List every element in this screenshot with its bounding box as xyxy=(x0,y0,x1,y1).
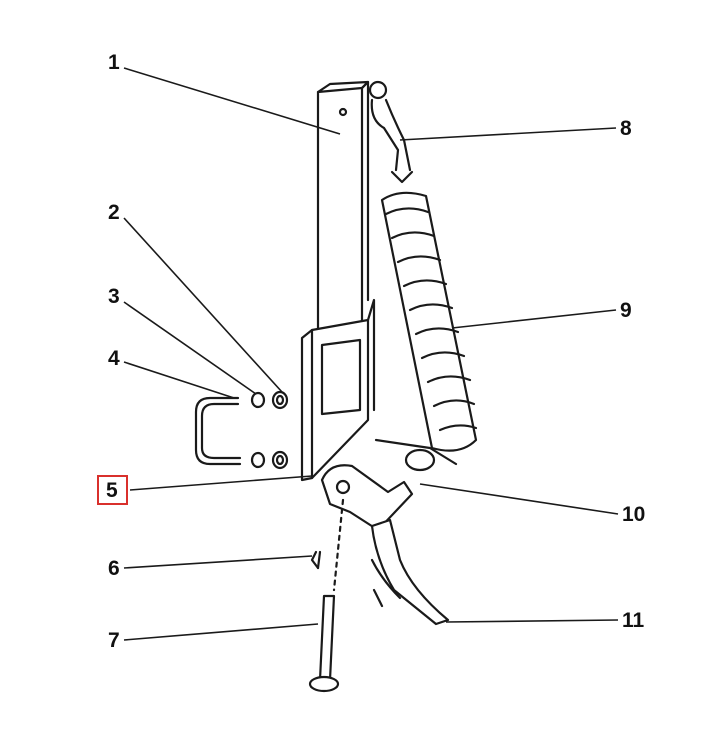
leader-lines xyxy=(123,67,619,641)
callout-1: 1 xyxy=(108,51,120,74)
leader-6 xyxy=(123,555,313,569)
leader-3 xyxy=(123,301,257,395)
leader-10 xyxy=(419,483,619,515)
part-4-u-bolt xyxy=(194,396,242,466)
callout-8: 8 xyxy=(620,117,632,140)
callout-5: 5 xyxy=(106,479,118,502)
part-9-coil-spring xyxy=(380,191,478,452)
leader-2 xyxy=(123,217,283,393)
leader-8 xyxy=(399,127,617,141)
callout-3: 3 xyxy=(108,285,120,308)
callout-11: 11 xyxy=(622,609,645,632)
callout-6: 6 xyxy=(108,557,120,580)
part-7-pivot-pin xyxy=(308,498,345,693)
part-1-tube xyxy=(316,80,370,334)
leader-4 xyxy=(123,361,235,399)
leader-5 xyxy=(129,475,313,491)
leader-11 xyxy=(445,619,619,623)
leader-1 xyxy=(123,67,341,135)
leader-7 xyxy=(123,623,319,641)
callout-5-highlight-box xyxy=(97,475,128,505)
leader-9 xyxy=(451,309,617,329)
part-10-pivot-plate xyxy=(320,438,458,532)
callout-7: 7 xyxy=(108,629,120,652)
part-5-bracket xyxy=(300,298,376,482)
callout-2: 2 xyxy=(108,201,120,224)
callout-4: 4 xyxy=(108,347,120,370)
part-11-stand-leg xyxy=(370,518,450,626)
callout-10: 10 xyxy=(622,503,646,526)
part-2-3-nuts-washers xyxy=(250,390,289,470)
part-8-spring-hook xyxy=(368,80,414,184)
part-6-split-pin xyxy=(310,550,322,570)
callout-9: 9 xyxy=(620,299,632,322)
